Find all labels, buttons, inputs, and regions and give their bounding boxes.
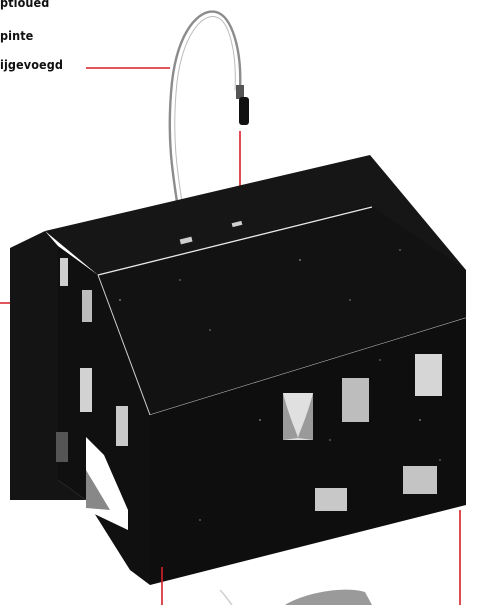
light-wire [168, 10, 242, 243]
speckle-texture [119, 249, 441, 521]
side-window [116, 406, 128, 446]
bulb-lead-icon [236, 85, 249, 125]
callout-line-3: ijgevoegd [0, 57, 64, 72]
roof-near-slope [98, 205, 466, 415]
left-side-wall [58, 246, 150, 585]
front-wall [150, 318, 466, 585]
callout-line-2: pinte [0, 28, 34, 43]
front-windows [283, 354, 442, 511]
side-window [80, 368, 92, 412]
rear-gable-wall [10, 231, 86, 500]
callout-line-1: ptioued [0, 0, 50, 10]
